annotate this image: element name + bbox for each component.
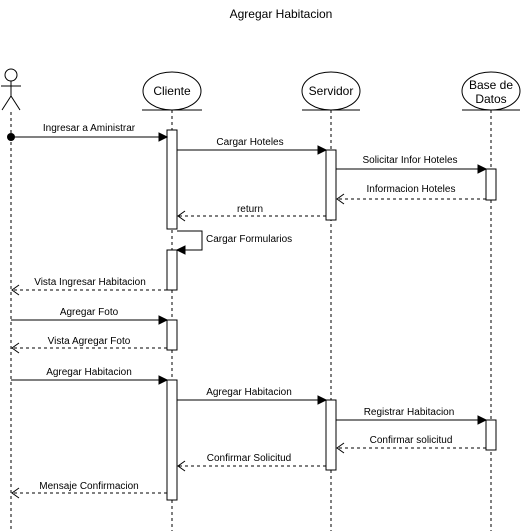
activation-cliente-4 (166, 379, 178, 501)
message-cargar-formularios: Cargar Formularios (175, 230, 292, 255)
participant-cliente: Cliente (142, 71, 202, 111)
message-ingresar-aministrar: Ingresar a Aministrar (7, 123, 169, 142)
message-label: Cargar Hoteles (216, 137, 283, 148)
participant-servidor: Servidor (301, 71, 361, 111)
message-confirmar-solicitud-servidor: Confirmar Solicitud (177, 453, 326, 472)
message-confirmar-solicitud-db: Confirmar solicitud (336, 435, 486, 454)
participant-servidor-label: Servidor (309, 84, 354, 98)
message-label: Ingresar a Aministrar (43, 123, 136, 134)
message-vista-agregar-foto: Vista Agregar Foto (11, 336, 167, 354)
diagram-title: Agregar Habitacion (230, 7, 333, 21)
message-agregar-habitacion-1: Agregar Habitacion (11, 367, 169, 385)
message-label: Confirmar solicitud (370, 435, 453, 446)
message-informacion-hoteles: Informacion Hoteles (336, 184, 486, 205)
participant-base-label-line1: Base de (469, 78, 513, 92)
activation-base-2 (485, 419, 497, 451)
activation-servidor-2 (325, 399, 337, 471)
message-label: Agregar Habitacion (46, 367, 132, 378)
message-label: Agregar Habitacion (206, 387, 292, 398)
message-agregar-foto: Agregar Foto (11, 307, 169, 325)
message-return: return (177, 204, 326, 222)
actor-figure (1, 68, 21, 111)
message-label: return (237, 204, 263, 215)
participant-base-datos: Base de Datos (461, 71, 521, 111)
message-vista-ingresar-habitacion: Vista Ingresar Habitacion (11, 277, 167, 296)
participant-cliente-label: Cliente (153, 84, 191, 98)
message-mensaje-confirmacion: Mensaje Confirmacion (11, 481, 167, 499)
message-label: Solicitar Infor Hoteles (362, 155, 457, 166)
message-registrar-habitacion: Registrar Habitacion (336, 407, 488, 425)
activation-servidor-1 (325, 149, 337, 221)
message-label: Registrar Habitacion (364, 407, 455, 418)
message-agregar-habitacion-2: Agregar Habitacion (177, 387, 328, 405)
message-label: Informacion Hoteles (367, 184, 456, 195)
activation-base-1 (485, 168, 497, 201)
message-label: Cargar Formularios (206, 234, 292, 245)
message-solicitar-infor-hoteles: Solicitar Infor Hoteles (336, 155, 488, 174)
message-cargar-hoteles: Cargar Hoteles (177, 137, 328, 155)
activation-cliente-3 (166, 319, 178, 351)
message-label: Vista Ingresar Habitacion (34, 277, 146, 288)
message-label: Mensaje Confirmacion (39, 481, 139, 492)
activation-cliente-2 (166, 249, 178, 291)
message-label: Agregar Foto (60, 307, 119, 318)
activation-cliente-1 (166, 129, 178, 230)
message-label: Confirmar Solicitud (207, 453, 291, 464)
participant-base-label-line2: Datos (475, 92, 506, 106)
message-label: Vista Agregar Foto (48, 336, 131, 347)
